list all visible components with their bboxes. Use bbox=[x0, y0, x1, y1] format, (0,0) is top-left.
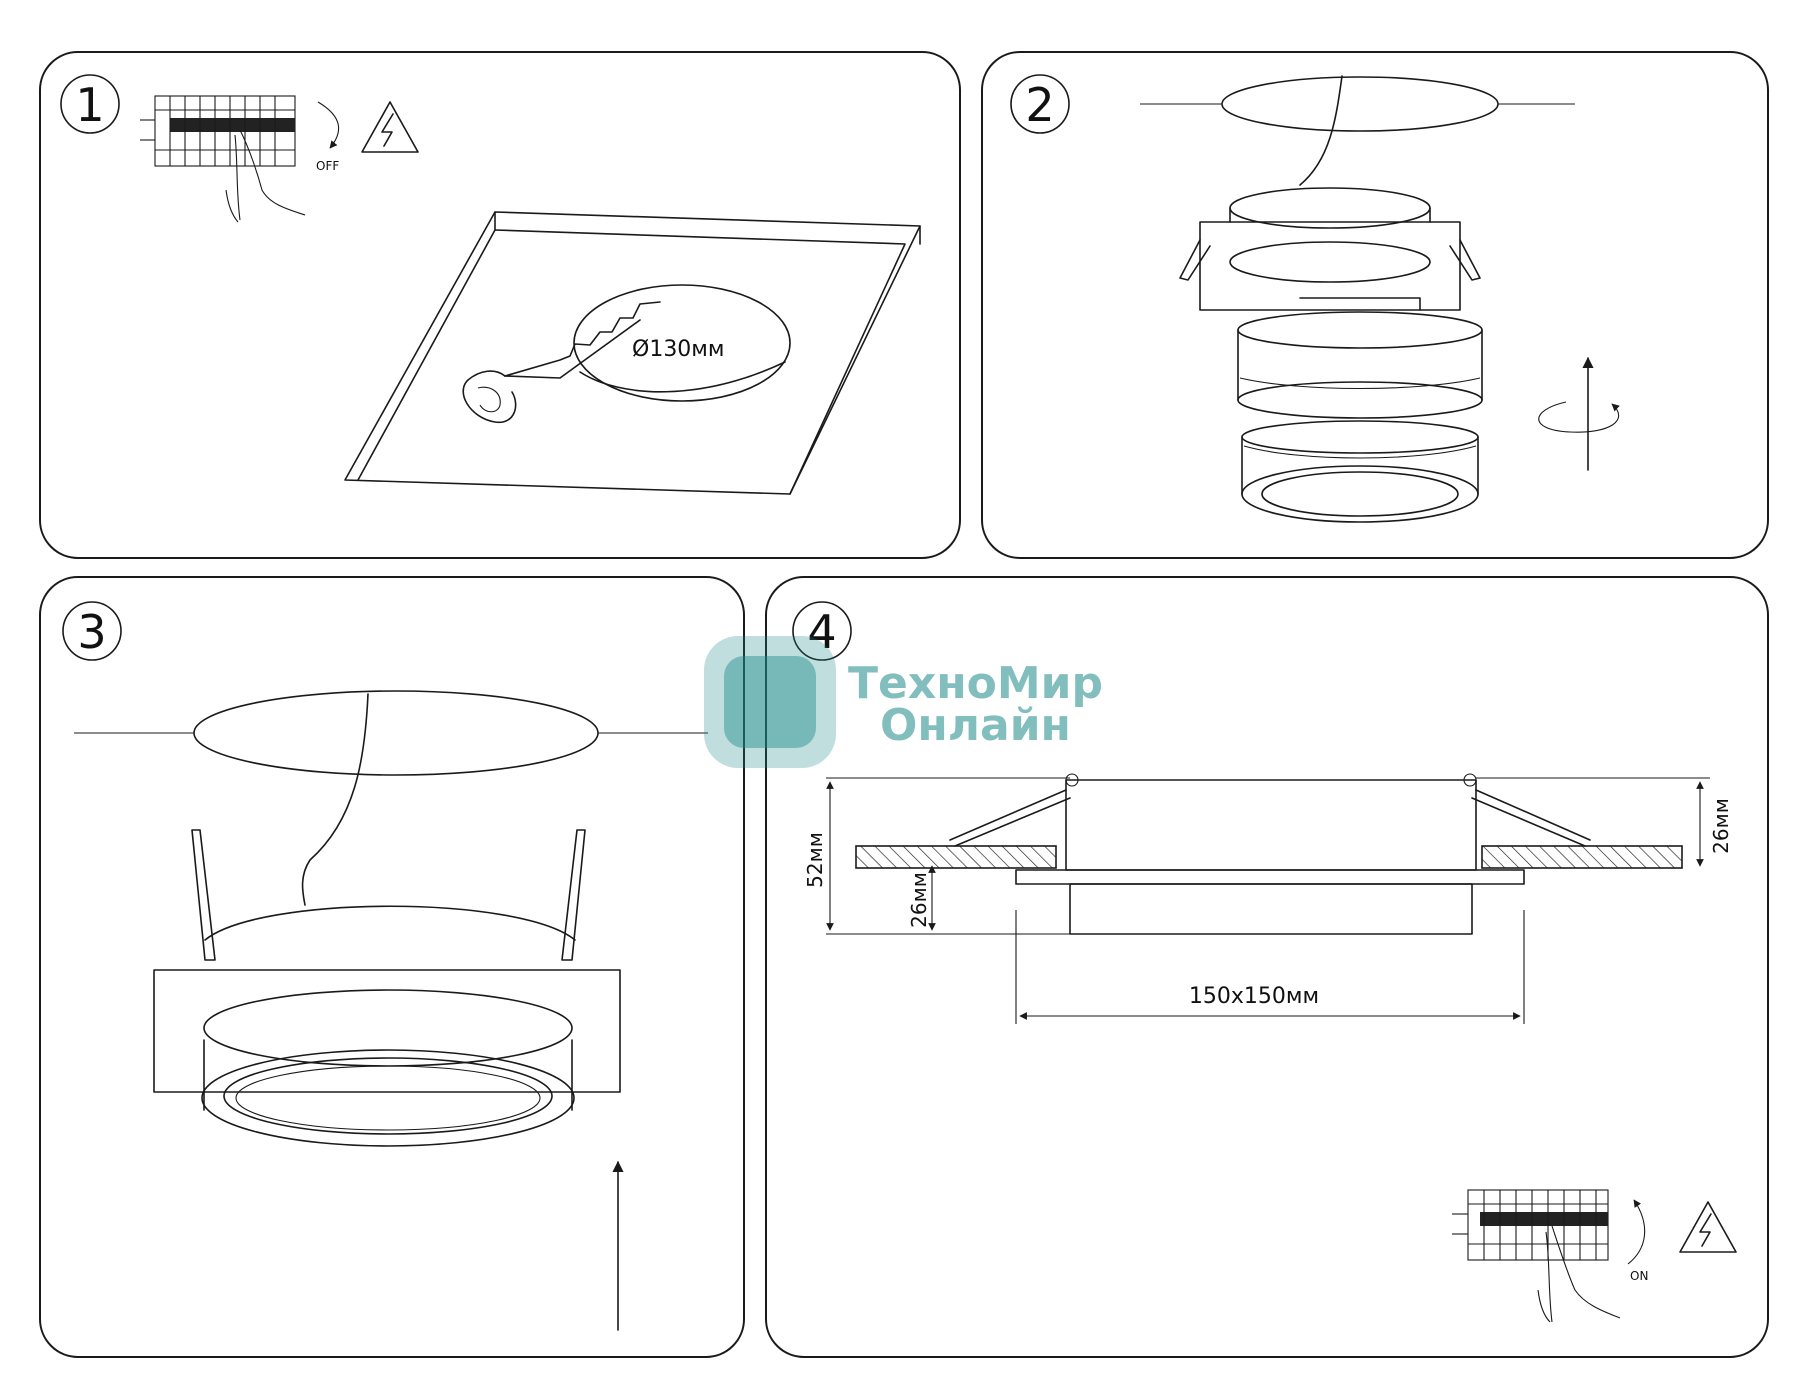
high-voltage-warning-icon bbox=[1679, 1201, 1737, 1253]
step-1-badge bbox=[60, 74, 120, 134]
watermark-line-2: Онлайн bbox=[880, 700, 1071, 751]
step-4-panel: 4 52мм 26мм 26мм 150x150мм bbox=[765, 576, 1769, 1358]
step-4-number: 4 bbox=[807, 605, 836, 659]
hand-icon bbox=[225, 129, 306, 223]
step-3-panel: 3 bbox=[39, 576, 745, 1358]
spring-height-label: 26мм bbox=[1709, 798, 1733, 854]
step-2-panel: 2 bbox=[981, 51, 1769, 559]
rotate-arrow-icon bbox=[1538, 401, 1620, 433]
step-1-panel: 1 OFF bbox=[39, 51, 961, 559]
frame-size-label: 150x150мм bbox=[1189, 984, 1319, 1009]
power-cable bbox=[1299, 75, 1343, 186]
rotate-arrow-icon bbox=[1627, 1199, 1646, 1265]
watermark-logo-icon bbox=[704, 636, 836, 768]
step-4-switch-state: ON bbox=[1630, 1269, 1648, 1283]
breaker-panel-icon bbox=[1452, 1189, 1609, 1261]
step-1-number: 1 bbox=[75, 78, 104, 132]
ceiling-hole bbox=[74, 690, 708, 776]
step-3-badge bbox=[62, 601, 122, 661]
step-4-badge bbox=[792, 601, 852, 661]
watermark-line-1: ТехноМир bbox=[848, 658, 1103, 709]
ceiling-hole bbox=[1140, 76, 1575, 132]
spring-clips bbox=[191, 829, 586, 961]
power-cable bbox=[301, 693, 369, 906]
ceiling-board bbox=[344, 211, 921, 495]
ceiling-section bbox=[855, 845, 1683, 869]
step-1-switch-state: OFF bbox=[316, 159, 339, 173]
mounting-frame bbox=[1179, 187, 1481, 311]
inner-height-label: 26мм bbox=[907, 872, 931, 928]
step-3-number: 3 bbox=[77, 605, 106, 659]
light-module bbox=[1237, 297, 1483, 419]
step-2-number: 2 bbox=[1025, 78, 1054, 132]
rotate-arrow-icon bbox=[317, 101, 339, 149]
watermark: ТехноМир Онлайн bbox=[704, 636, 1103, 768]
dimension-lines bbox=[826, 777, 1710, 1024]
high-voltage-warning-icon bbox=[361, 101, 419, 153]
saw-icon bbox=[462, 301, 661, 423]
assembled-luminaire bbox=[153, 905, 621, 1147]
step-2-badge bbox=[1010, 74, 1070, 134]
decorative-ring bbox=[1241, 420, 1479, 523]
step-1-hole-diameter: Ø130мм bbox=[632, 337, 725, 362]
total-height-label: 52мм bbox=[803, 832, 827, 888]
luminaire-section bbox=[949, 773, 1591, 935]
hand-icon bbox=[1537, 1225, 1621, 1323]
breaker-panel-icon bbox=[140, 95, 296, 167]
